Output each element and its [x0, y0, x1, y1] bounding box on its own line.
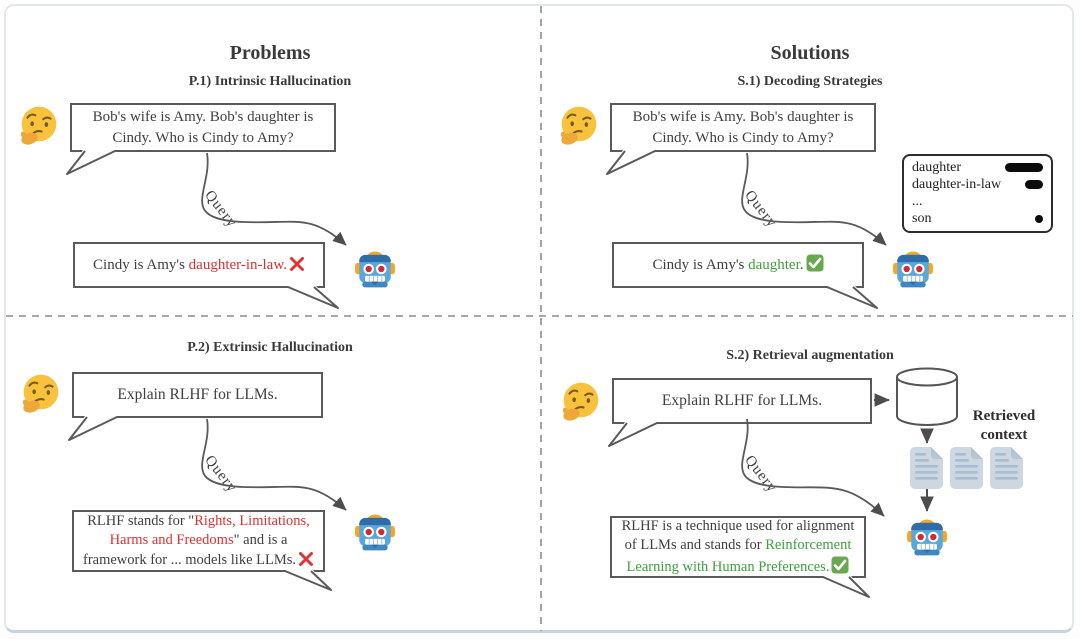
- s2-query-text: Explain RLHF for LLMs.: [661, 391, 823, 409]
- p2-query-text: Explain RLHF for LLMs.: [117, 385, 278, 403]
- token-row: daughter: [912, 159, 1043, 175]
- problems-title: Problems: [229, 42, 311, 64]
- robot-icon: [907, 519, 947, 556]
- token-probability-box: daughter daughter-in-law ... son: [902, 154, 1053, 233]
- token-label: ...: [912, 194, 923, 210]
- p2-answer-text: RLHF stands for "Rights, Limitations, Ha…: [81, 512, 316, 571]
- heading-s1: S.1) Decoding Strategies: [737, 74, 883, 89]
- s2-answer-text: RLHF is a technique used for alignment o…: [621, 517, 855, 575]
- token-row: ...: [912, 195, 1043, 209]
- p1-answer-bubble: Cindy is Amy's daughter-in-law.: [73, 242, 325, 288]
- robot-icon: [355, 251, 395, 288]
- document-icon: [910, 447, 943, 489]
- robot-icon: [355, 514, 395, 551]
- token-label: son: [912, 211, 932, 227]
- red-cross-icon: [289, 256, 304, 271]
- probability-bar: [1035, 215, 1043, 224]
- p1-answer-text: Cindy is Amy's daughter-in-law.: [93, 255, 305, 275]
- s1-query-text: Bob's wife is Amy. Bob's daughter is Cin…: [632, 109, 854, 146]
- s2-query-bubble: Explain RLHF for LLMs.: [612, 378, 872, 424]
- s2-correct-span: Reinforcement Learning with Human Prefer…: [626, 537, 852, 575]
- heading-p1: P.1) Intrinsic Hallucination: [188, 74, 352, 89]
- heading-s2: S.2) Retrieval augmentation: [726, 348, 894, 363]
- token-row: son: [912, 212, 1043, 226]
- retrieved-context-label: Retrieved context: [972, 408, 1036, 443]
- probability-bar: [1025, 180, 1043, 190]
- p2-answer-bubble: RLHF stands for "Rights, Limitations, Ha…: [72, 510, 325, 572]
- thinking-face-icon: [562, 382, 599, 421]
- s1-query-bubble: Bob's wife is Amy. Bob's daughter is Cin…: [610, 103, 876, 152]
- p1-query-bubble: Bob's wife is Amy. Bob's daughter is Cin…: [70, 103, 336, 152]
- s1-answer-text: Cindy is Amy's daughter.: [652, 254, 824, 275]
- probability-bar: [1005, 163, 1043, 173]
- heading-p2: P.2) Extrinsic Hallucination: [187, 340, 353, 355]
- s2-answer-bubble: RLHF is a technique used for alignment o…: [610, 516, 866, 578]
- green-check-icon: [806, 254, 824, 272]
- thinking-face-icon: [560, 106, 597, 145]
- token-row: daughter-in-law: [912, 176, 1043, 192]
- green-check-icon: [831, 556, 849, 574]
- thinking-face-icon: [22, 374, 59, 413]
- document-icon: [990, 447, 1023, 489]
- document-icon: [950, 447, 983, 489]
- p1-hallucinated-span: daughter-in-law.: [188, 256, 287, 273]
- token-label: daughter: [912, 159, 961, 175]
- s1-answer-bubble: Cindy is Amy's daughter.: [612, 242, 864, 288]
- p1-query-text: Bob's wife is Amy. Bob's daughter is Cin…: [92, 109, 314, 146]
- solutions-title: Solutions: [770, 42, 850, 64]
- thinking-face-icon: [20, 106, 57, 145]
- red-cross-icon: [299, 551, 314, 566]
- database-icon: [896, 367, 958, 426]
- token-label: daughter-in-law: [912, 176, 1002, 192]
- p2-hallucinated-span: Rights, Limitations, Harms and Freedoms: [109, 512, 310, 549]
- p2-query-bubble: Explain RLHF for LLMs.: [72, 372, 323, 418]
- s1-correct-span: daughter: [748, 257, 800, 274]
- robot-icon: [893, 251, 933, 288]
